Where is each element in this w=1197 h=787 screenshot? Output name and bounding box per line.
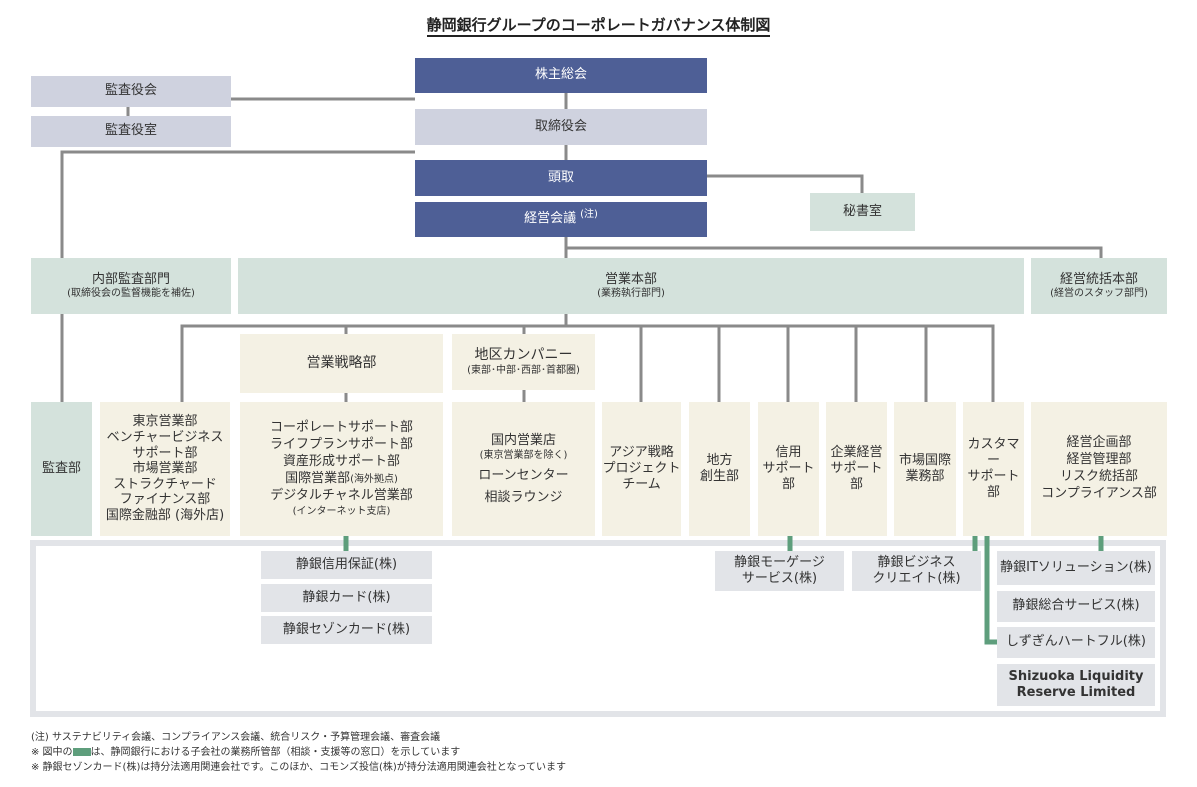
group-name: 地区カンパニー xyxy=(474,347,573,363)
dept-line: ローンセンター xyxy=(478,467,569,483)
tokyo-sales-group: 東京営業部 ベンチャービジネス サポート部 市場営業部 ストラクチャード ファイ… xyxy=(100,402,230,536)
division-sub: (業務執行部門) xyxy=(597,287,665,299)
corporate-management-support-dept: 企業経営サポート部 xyxy=(826,402,887,536)
audit-department: 監査部 xyxy=(31,402,92,536)
audit-board: 監査役会 xyxy=(31,76,231,107)
board-of-directors: 取締役会 xyxy=(415,109,707,145)
subsidiary-saison-card: 静銀セゾンカード(株) xyxy=(261,616,432,644)
sales-strategy-group: 営業戦略部 xyxy=(240,334,443,393)
dept-line: サポート部 xyxy=(132,445,198,461)
dept-line: 国際金融部 (海外店) xyxy=(105,507,225,523)
dept-line: 国内営業店 xyxy=(490,432,556,448)
credit-support-dept: 信用サポート部 xyxy=(758,402,819,536)
internal-audit-division: 内部監査部門 (取締役会の監督機能を補佐) xyxy=(31,258,231,314)
shareholders-meeting: 株主総会 xyxy=(415,58,707,93)
dept-line: ライフプランサポート部 xyxy=(269,437,413,453)
secretary-office: 秘書室 xyxy=(810,193,915,231)
subsidiary-card: 静銀カード(株) xyxy=(261,584,432,612)
dept-line: 東京営業部 xyxy=(132,414,198,430)
management-division: 経営統括本部 (経営のスタッフ部門) xyxy=(1031,258,1167,314)
asia-strategy-team: アジア戦略プロジェクトチーム xyxy=(602,402,681,536)
exec-note-mark: (注) xyxy=(580,209,598,221)
dept-line: ベンチャービジネス xyxy=(106,430,224,446)
division-name: 内部監査部門 xyxy=(91,271,170,287)
division-name: 経営統括本部 xyxy=(1059,271,1138,287)
dept-line: 資産形成サポート部 xyxy=(282,454,400,470)
green-link-swatch xyxy=(72,748,91,756)
note-committees: (注) サステナビリティ会議、コンプライアンス会議、統合リスク・予算管理会議、審… xyxy=(31,732,441,743)
strategy-departments: コーポレートサポート部 ライフプランサポート部 資産形成サポート部 国際営業部(… xyxy=(240,402,443,536)
dept-line: 相談ラウンジ xyxy=(484,489,563,505)
regional-revitalization-dept: 地方創生部 xyxy=(689,402,750,536)
division-sub: (取締役会の監督機能を補佐) xyxy=(67,287,195,299)
audit-office: 監査役室 xyxy=(31,116,231,147)
note-equity-method: ※ 静銀セゾンカード(株)は持分法適用関連会社です。このほか、コモンズ投信(株)… xyxy=(31,762,566,773)
executive-committee: 経営会議(注) xyxy=(415,202,707,237)
market-international-dept: 市場国際業務部 xyxy=(894,402,956,536)
subsidiary-guarantee: 静銀信用保証(株) xyxy=(261,551,432,579)
dept-line-intl: 国際営業部(海外拠点) xyxy=(285,470,398,486)
subsidiary-mortgage-service: 静銀モーゲージサービス(株) xyxy=(715,551,844,591)
note-green-legend: ※ 図中のは、静岡銀行における子会社の業務所管部（相談・支援等の窓口）を示してい… xyxy=(31,747,461,758)
dept-line: デジタルチャネル営業部 xyxy=(270,487,413,503)
dept-line: ファイナンス部 xyxy=(119,492,211,508)
management-departments: 経営企画部経営管理部リスク統括部コンプライアンス部 xyxy=(1031,402,1167,536)
dept-sub: (インターネット支店) xyxy=(292,505,391,517)
division-name: 営業本部 xyxy=(604,271,657,287)
division-sub: (経営のスタッフ部門) xyxy=(1050,287,1148,299)
dept-sub: (東京営業部を除く) xyxy=(479,450,568,462)
customer-support-dept: カスタマーサポート部 xyxy=(963,402,1024,536)
district-departments: 国内営業店 (東京営業部を除く) ローンセンター 相談ラウンジ xyxy=(452,402,595,536)
subsidiary-heartful: しずぎんハートフル(株) xyxy=(997,627,1155,658)
sales-division: 営業本部 (業務執行部門) xyxy=(238,258,1024,314)
dept-line: ストラクチャード xyxy=(113,476,217,492)
dept-line: 市場営業部 xyxy=(132,461,198,477)
subsidiary-it-solution: 静銀ITソリューション(株) xyxy=(997,551,1155,585)
diagram-title: 静岡銀行グループのコーポレートガバナンス体制図 xyxy=(0,14,1197,37)
district-company-group: 地区カンパニー (東部･中部･西部･首都圏) xyxy=(452,334,595,390)
group-sub: (東部･中部･西部･首都圏) xyxy=(467,364,580,376)
dept-line: コーポレートサポート部 xyxy=(269,420,413,436)
subsidiary-business-create: 静銀ビジネスクリエイト(株) xyxy=(852,551,981,591)
president: 頭取 xyxy=(415,160,707,196)
subsidiary-general-service: 静銀総合サービス(株) xyxy=(997,591,1155,622)
